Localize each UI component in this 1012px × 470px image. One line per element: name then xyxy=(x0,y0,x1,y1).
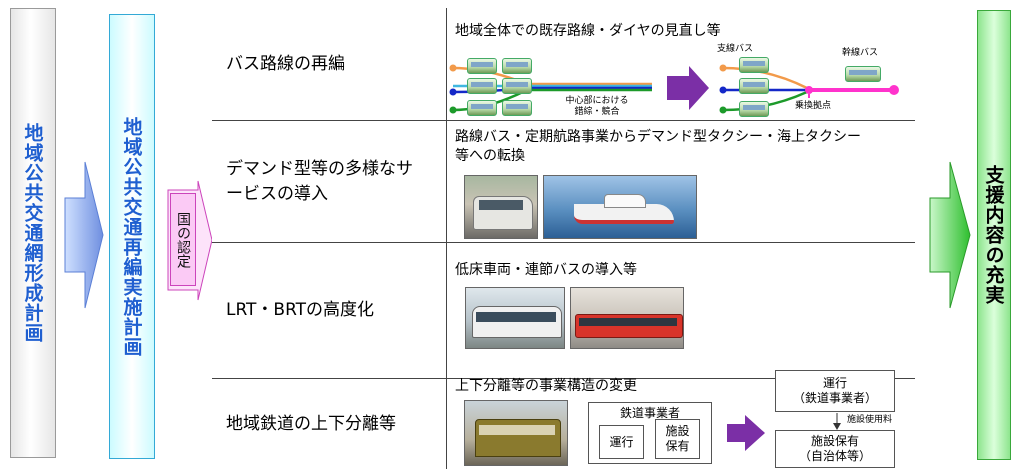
row-content: 地域全体での既存路線・ダイヤの見直し等 xyxy=(447,8,915,120)
demand-taxi-photo xyxy=(464,175,538,239)
operation-box: 運行 xyxy=(599,425,644,459)
bus-icon xyxy=(502,100,532,116)
structure-change-arrow xyxy=(727,415,765,451)
center-overlap-label: 中心部における錯綜・競合 xyxy=(565,96,629,117)
row-content-title: 路線バス・定期航路事業からデマンド型タクシー・海上タクシー等への転換 xyxy=(455,129,861,164)
branch-bus-icon xyxy=(739,101,769,117)
support-column: 支援内容の充実 xyxy=(977,10,1011,460)
row-content-title: 上下分離等の事業構造の変更 xyxy=(455,378,637,394)
flow-arrow-support xyxy=(929,161,971,309)
row-label: バス路線の再編 xyxy=(212,8,447,120)
bus-icon xyxy=(502,58,532,74)
network-plan-title: 地域公共交通網形成計画 xyxy=(21,123,44,343)
row-label: LRT・BRTの高度化 xyxy=(212,243,447,378)
facility-ownership-box: 施設保有 xyxy=(655,419,700,459)
row-content: 上下分離等の事業構造の変更 鉄道事業者 運行 施設保有 運行 （鉄道事業者） 施… xyxy=(447,370,915,469)
support-title: 支援内容の充実 xyxy=(982,165,1005,305)
bus-icon xyxy=(467,100,497,116)
reorganization-plan-column: 地域公共交通再編実施計画 xyxy=(109,14,155,459)
trunk-bus-icon xyxy=(845,66,881,82)
after-facility-box: 施設保有 （自治体等） xyxy=(775,430,895,468)
row-content: 低床車両・連節バスの導入等 xyxy=(447,243,915,378)
row-label: デマンド型等の多様なサービスの導入 xyxy=(212,121,447,242)
row-bus-route: バス路線の再編 地域全体での既存路線・ダイヤの見直し等 xyxy=(212,8,915,120)
bus-icon xyxy=(502,78,532,94)
row-content: 路線バス・定期航路事業からデマンド型タクシー・海上タクシー等への転換 xyxy=(447,121,915,242)
local-train-photo xyxy=(464,400,568,466)
low-floor-tram-photo xyxy=(465,287,565,349)
row-regional-railway: 地域鉄道の上下分離等 上下分離等の事業構造の変更 鉄道事業者 運行 施設保有 運… xyxy=(212,370,915,469)
row-label: 地域鉄道の上下分離等 xyxy=(212,379,447,469)
bus-icon xyxy=(467,58,497,74)
facility-fee-label: 施設使用料 xyxy=(847,415,893,425)
fee-arrow xyxy=(833,413,841,430)
transfer-point-label: 乗換拠点 xyxy=(795,101,832,111)
articulated-bus-photo xyxy=(570,287,684,349)
row-demand-service: デマンド型等の多様なサービスの導入 路線バス・定期航路事業からデマンド型タクシー… xyxy=(212,120,915,242)
national-approval-badge: 国の認定 xyxy=(170,193,196,286)
branch-bus-icon xyxy=(739,78,769,94)
bus-icon xyxy=(467,78,497,94)
flow-arrow-1 xyxy=(64,161,104,309)
reorganization-plan-title: 地域公共交通再編実施計画 xyxy=(120,116,143,357)
after-operation-box: 運行 （鉄道事業者） xyxy=(775,370,895,412)
row-content-title: 地域全体での既存路線・ダイヤの見直し等 xyxy=(455,23,721,39)
national-approval-label: 国の認定 xyxy=(175,211,191,268)
network-plan-column: 地域公共交通網形成計画 xyxy=(10,8,56,458)
branch-bus-icon xyxy=(739,57,769,73)
row-content-title: 低床車両・連節バスの導入等 xyxy=(455,262,637,278)
branch-bus-label: 支線バス xyxy=(717,44,754,54)
sea-taxi-photo xyxy=(543,175,697,239)
row-lrt-brt: LRT・BRTの高度化 低床車両・連節バスの導入等 xyxy=(212,242,915,378)
trunk-bus-label: 幹線バス xyxy=(842,48,879,58)
